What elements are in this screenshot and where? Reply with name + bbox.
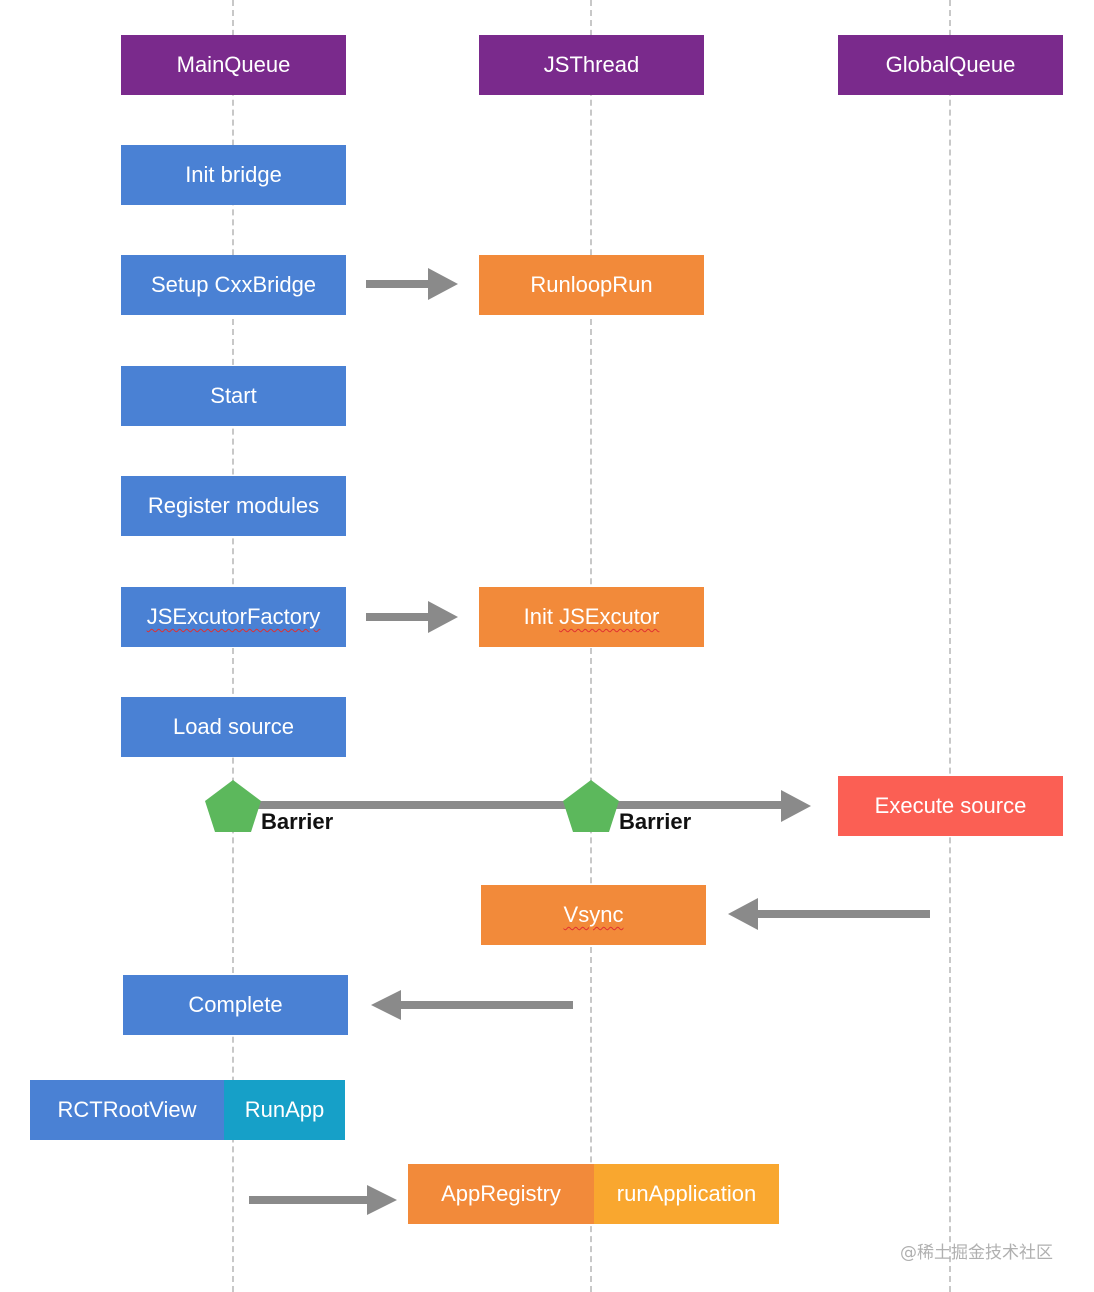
step-init-jsexecutor: Init JSExcutor [479, 587, 704, 647]
step-run-app: RunApp [224, 1080, 345, 1140]
arrow-runapp-to-appregistry [249, 1185, 397, 1215]
step-init-bridge: Init bridge [121, 145, 346, 205]
step-runloop-run: RunloopRun [479, 255, 704, 315]
step-app-registry: AppRegistry [408, 1164, 594, 1224]
arrow-factory-to-init-executor [366, 601, 458, 633]
step-rct-root-view: RCTRootView [30, 1080, 224, 1140]
global-queue-lane-line [949, 0, 951, 1292]
arrow-global-to-vsync [728, 898, 930, 930]
lane-header-main-queue: MainQueue [121, 35, 346, 95]
step-vsync-label: Vsync [563, 902, 624, 927]
arrow-setup-to-runloop [366, 268, 458, 300]
main-barrier-label: Barrier [261, 809, 334, 834]
init-word: Init [523, 604, 560, 629]
step-execute-source: Execute source [838, 776, 1063, 836]
step-init-jsexecutor-label: Init JSExcutor [524, 604, 660, 630]
step-start: Start [121, 366, 346, 426]
step-jsexecutor-factory: JSExcutorFactory [121, 587, 346, 647]
step-vsync: Vsync [481, 885, 706, 945]
step-register-modules: Register modules [121, 476, 346, 536]
jsexecutor-word: JSExcutor [559, 604, 660, 629]
step-run-application: runApplication [594, 1164, 779, 1224]
lane-header-js-thread: JSThread [479, 35, 704, 95]
step-load-source: Load source [121, 697, 346, 757]
js-barrier-label: Barrier [619, 809, 692, 834]
watermark: @稀土掘金技术社区 [900, 1243, 1053, 1263]
step-jsexecutor-factory-label: JSExcutorFactory [146, 604, 321, 629]
step-complete: Complete [123, 975, 348, 1035]
lane-header-global-queue: GlobalQueue [838, 35, 1063, 95]
arrow-js-to-complete [371, 990, 573, 1020]
step-setup-cxxbridge: Setup CxxBridge [121, 255, 346, 315]
